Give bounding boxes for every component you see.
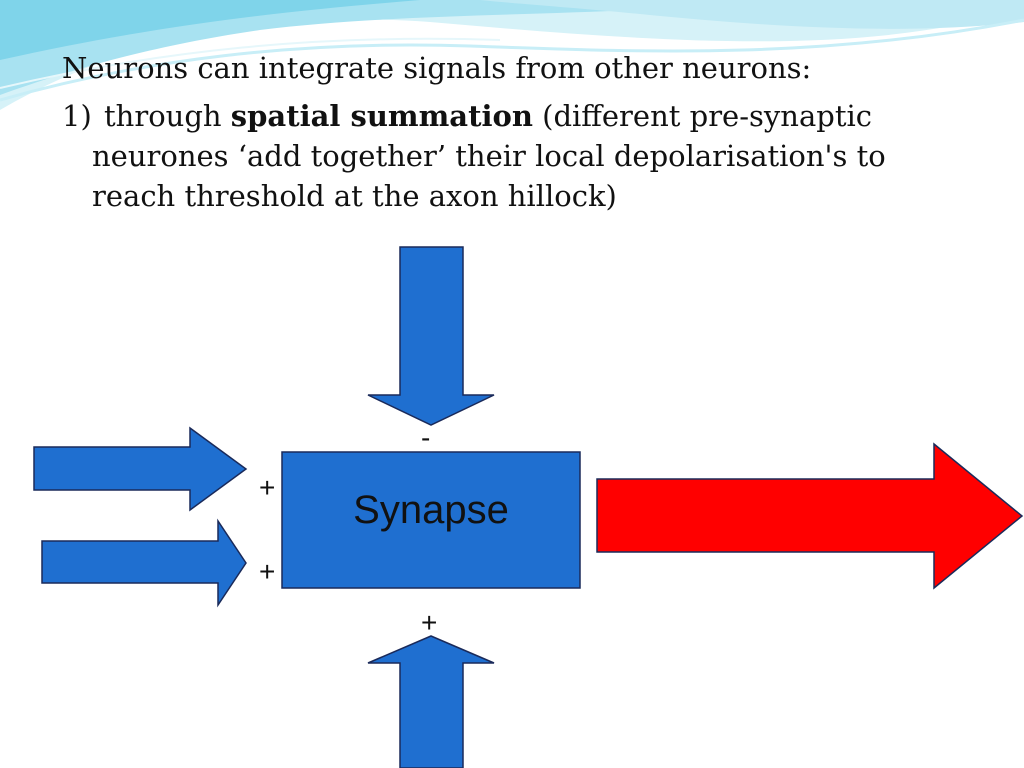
- header-wave-decoration: [0, 0, 1024, 110]
- sign-left-lower-excitatory: +: [259, 556, 276, 587]
- point-1-bold-term: spatial summation: [230, 99, 533, 133]
- point-1-rest-line-3: reach threshold at the axon hillock): [92, 179, 617, 213]
- sign-top-inhibitory: -: [421, 422, 431, 453]
- point-1-text: 1) through spatial summation (different p…: [62, 96, 886, 216]
- input-arrow-left-upper: [33, 426, 248, 512]
- input-arrow-left-lower: [41, 518, 247, 608]
- point-1-rest-line-2: neurones ‘add together’ their local depo…: [92, 139, 886, 173]
- input-arrow-bottom: [367, 635, 495, 768]
- intro-text: Neurons can integrate signals from other…: [62, 51, 812, 85]
- point-1-number: 1): [62, 99, 92, 133]
- point-1-lead: through: [104, 99, 231, 133]
- sign-left-upper-excitatory: +: [259, 472, 276, 503]
- synapse-box: [281, 451, 581, 589]
- point-1-rest-line-1: (different pre-synaptic: [532, 99, 872, 133]
- sign-bottom-excitatory: +: [421, 607, 438, 638]
- input-arrow-top: [367, 246, 495, 426]
- output-arrow: [596, 442, 1024, 590]
